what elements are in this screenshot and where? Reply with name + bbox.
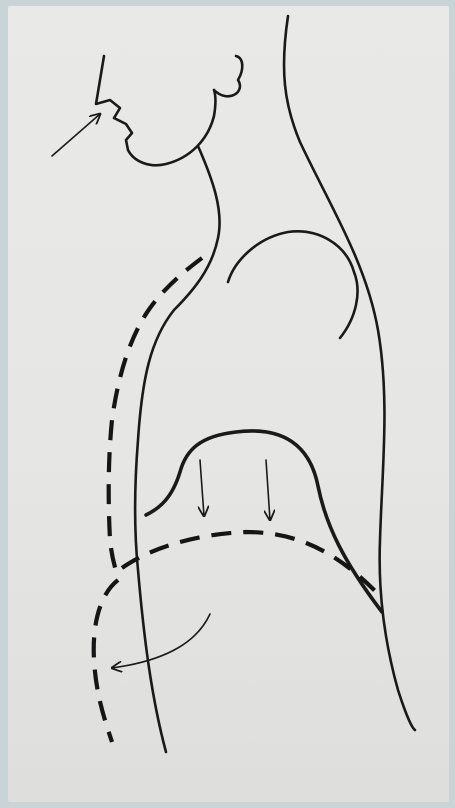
chest-expanded-dashed bbox=[109, 258, 202, 578]
diaphragm-down-arrow-left bbox=[200, 460, 204, 516]
airflow-arrow bbox=[52, 114, 100, 156]
lung-outline bbox=[228, 231, 358, 338]
diaphragm-relaxed bbox=[146, 431, 382, 612]
diaphragm-down-arrow-right bbox=[266, 460, 270, 520]
back-contour bbox=[284, 16, 415, 730]
face-profile bbox=[96, 56, 216, 165]
ear bbox=[214, 56, 242, 96]
abdomen-out-arrow bbox=[112, 614, 210, 668]
diaphragm-contracted bbox=[122, 532, 382, 598]
abdomen-expanded-dashed bbox=[94, 580, 118, 742]
